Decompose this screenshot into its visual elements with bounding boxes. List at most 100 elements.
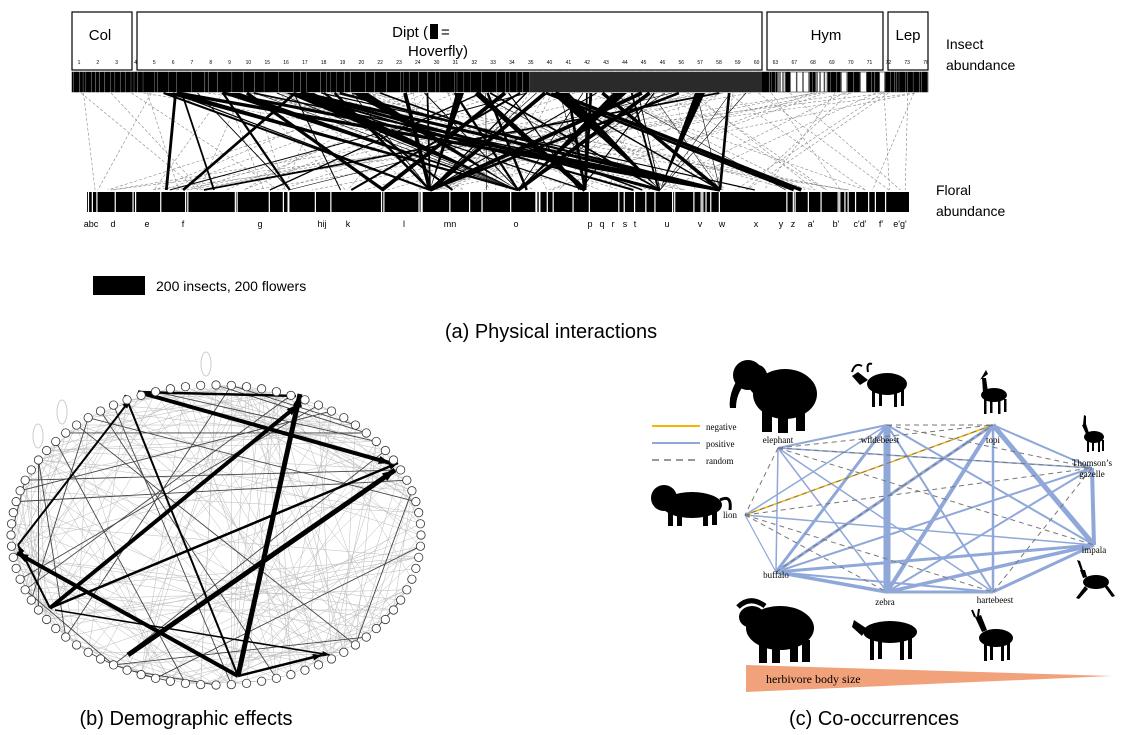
insect-segment xyxy=(83,71,86,93)
edge-thin xyxy=(15,568,32,601)
insect-segment xyxy=(306,71,321,93)
insect-segment xyxy=(509,71,517,93)
node xyxy=(257,384,267,394)
link-dashed xyxy=(789,92,901,191)
link-solid xyxy=(429,92,597,191)
self-loops xyxy=(32,351,212,449)
link-solid xyxy=(164,92,177,191)
link-dashed xyxy=(436,92,915,191)
insect-segment xyxy=(157,71,169,93)
edge-thin xyxy=(38,459,171,682)
node xyxy=(226,380,236,391)
insect-segment xyxy=(899,71,906,93)
node xyxy=(257,676,267,686)
co-occurrence-edge xyxy=(992,424,1093,469)
node xyxy=(350,420,361,430)
node xyxy=(396,595,406,605)
insect-number: 31 xyxy=(453,60,459,66)
node xyxy=(150,387,161,397)
insect-segment xyxy=(790,71,797,93)
floral-divider xyxy=(383,192,385,212)
panel-c: negative positive random xyxy=(651,360,1115,730)
floral-divider xyxy=(572,192,574,212)
flower-label: a' xyxy=(808,219,815,229)
co-occurrence-edge xyxy=(885,423,995,594)
edge-thin xyxy=(38,388,262,461)
flower-label: z xyxy=(791,219,796,229)
insect-segment xyxy=(427,71,436,93)
insect-segment xyxy=(820,71,825,93)
floral-divider xyxy=(87,192,90,212)
insect-segment xyxy=(785,71,791,93)
floral-divider xyxy=(160,192,162,212)
arrow-head xyxy=(378,455,390,464)
link-solid xyxy=(276,92,519,191)
link-solid xyxy=(579,92,655,191)
insect-number: 71 xyxy=(867,60,873,66)
link-dashed xyxy=(416,92,822,191)
self-loop xyxy=(56,399,68,425)
gazelle-icon xyxy=(1082,415,1104,452)
node xyxy=(286,390,296,400)
link-dashed xyxy=(688,92,827,191)
edge-thin xyxy=(231,391,277,685)
insect-number: 42 xyxy=(584,60,590,66)
animal-silhouettes xyxy=(651,360,1115,663)
insect-number: 46 xyxy=(660,60,666,66)
link-solid xyxy=(177,91,721,192)
insect-segment xyxy=(134,71,138,93)
insect-number: 23 xyxy=(396,60,402,66)
group-box-col xyxy=(71,11,133,71)
insect-segment xyxy=(344,71,351,93)
node xyxy=(414,552,424,562)
node xyxy=(165,676,175,686)
insect-segment xyxy=(796,71,803,93)
insect-number: 4 xyxy=(134,60,137,66)
link-dashed xyxy=(311,92,814,191)
node xyxy=(180,382,191,392)
edge-thin xyxy=(304,411,332,671)
edge-medium xyxy=(76,424,356,646)
insect-segment xyxy=(505,71,510,93)
group-label-lep: Lep xyxy=(895,27,920,44)
edge-thin xyxy=(215,589,407,686)
edge-medium xyxy=(19,404,319,580)
node xyxy=(42,614,52,625)
co-occurrence-edge xyxy=(777,447,1093,469)
link-dashed xyxy=(446,92,792,191)
floral-divider xyxy=(132,192,134,212)
insect-number: 63 xyxy=(773,60,779,66)
edge-medium xyxy=(19,410,332,492)
insect-segment xyxy=(435,71,440,93)
self-loop xyxy=(32,423,44,449)
insect-segment xyxy=(907,71,913,93)
link-dashed xyxy=(770,92,841,191)
flower-label: mn xyxy=(444,219,457,229)
node xyxy=(396,465,406,475)
link-dashed xyxy=(727,92,866,191)
edge-thin xyxy=(16,568,386,620)
node xyxy=(339,647,349,657)
insect-segment xyxy=(905,71,908,93)
insect-segment xyxy=(874,71,880,93)
edge-thin xyxy=(11,523,419,558)
node xyxy=(51,623,61,634)
node xyxy=(402,585,412,595)
link-solid xyxy=(659,92,747,191)
link-wedge xyxy=(430,93,464,190)
edge-thin xyxy=(276,411,332,679)
link-dashed xyxy=(613,92,674,191)
node xyxy=(95,406,106,416)
insect-number: 15 xyxy=(264,60,270,66)
link-solid xyxy=(221,92,291,191)
floral-divider xyxy=(282,192,284,212)
insect-abundance-label-2: abundance xyxy=(946,57,1016,73)
insect-segment xyxy=(896,71,899,93)
node xyxy=(11,497,21,507)
node xyxy=(15,574,25,584)
node xyxy=(71,420,82,430)
insect-number: 59 xyxy=(735,60,741,66)
insect-number: 9 xyxy=(228,60,231,66)
floral-divider xyxy=(187,192,189,212)
